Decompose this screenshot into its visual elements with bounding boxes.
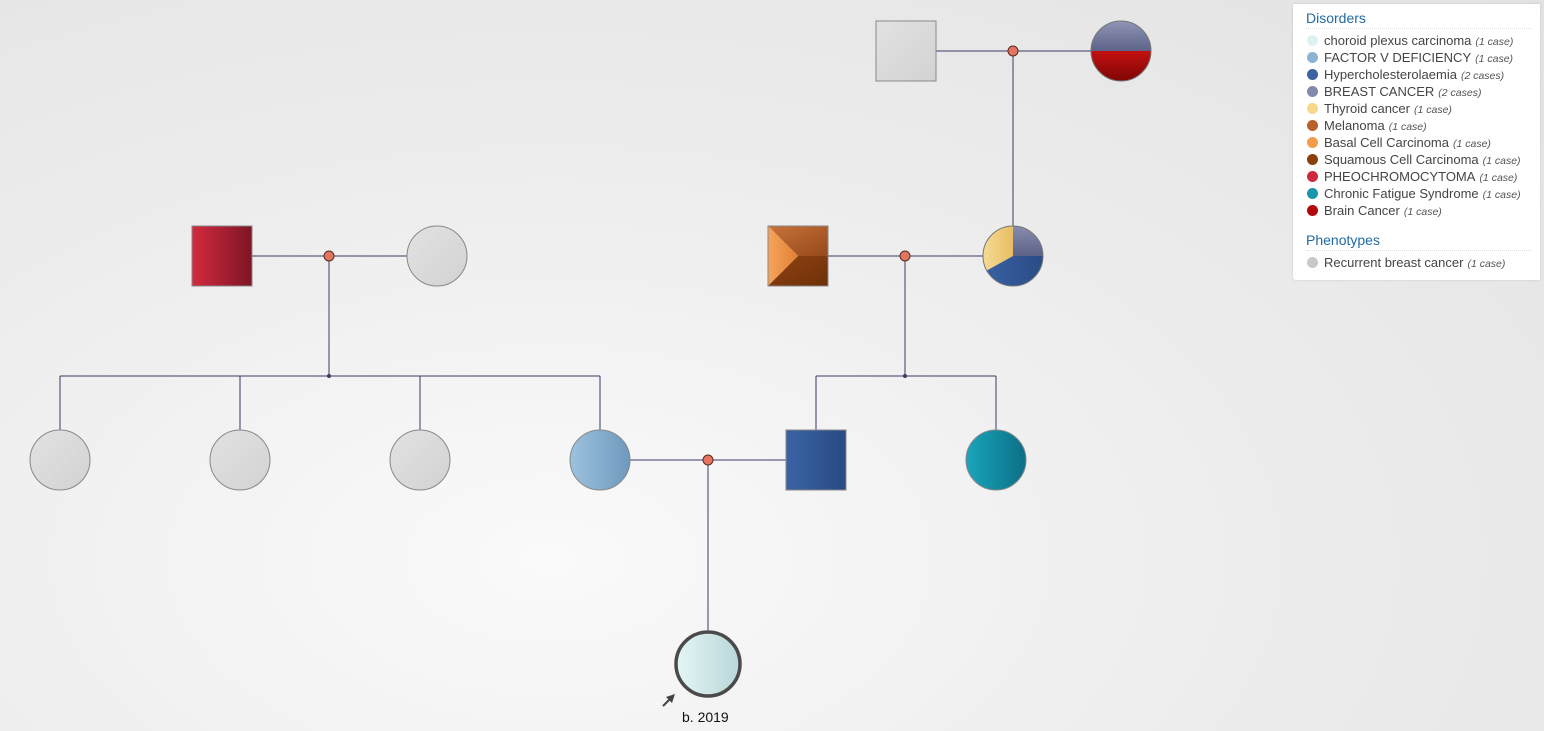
legend-color-dot-icon [1307, 103, 1318, 114]
legend-item-cases: (1 case) [1413, 104, 1452, 116]
partnership-node[interactable] [1007, 45, 1019, 57]
person-paternal-grandfather[interactable] [767, 225, 829, 287]
legend-item-cases: (2 cases) [1460, 70, 1505, 82]
partnership-node[interactable] [323, 250, 335, 262]
legend-item-name: FACTOR V DEFICIENCY [1324, 50, 1472, 65]
legend-item-disorder[interactable]: Melanoma(1 case) [1307, 118, 1540, 135]
legend-color-dot-icon [1307, 120, 1318, 131]
person-outline [1090, 20, 1152, 82]
legend-color-dot-icon [1307, 137, 1318, 148]
legend-item-disorder[interactable]: Chronic Fatigue Syndrome(1 case) [1307, 186, 1540, 203]
legend-item-name: Melanoma [1324, 118, 1385, 133]
person-maternal-aunt-3[interactable] [389, 429, 451, 491]
pedigree-lines [59, 50, 1091, 630]
phenotypes-title: Phenotypes [1306, 232, 1531, 251]
legend-item-cases: (1 case) [1475, 36, 1514, 48]
legend-item-disorder[interactable]: Brain Cancer(1 case) [1307, 203, 1540, 220]
person-proband[interactable] [674, 630, 742, 698]
legend-item-name: Squamous Cell Carcinoma [1324, 152, 1479, 167]
phenotypes-list: Recurrent breast cancer(1 case) [1293, 255, 1540, 272]
legend-item-name: Thyroid cancer [1324, 101, 1410, 116]
person-outline [982, 225, 1044, 287]
legend-item-disorder[interactable]: FACTOR V DEFICIENCY(1 case) [1307, 50, 1540, 67]
person-mother[interactable] [569, 429, 631, 491]
legend-color-dot-icon [1307, 205, 1318, 216]
partnership-node[interactable] [702, 454, 714, 466]
disorders-list: choroid plexus carcinoma(1 case)FACTOR V… [1293, 33, 1540, 220]
legend-color-dot-icon [1307, 35, 1318, 46]
disorders-title: Disorders [1306, 10, 1531, 29]
legend-color-dot-icon [1307, 69, 1318, 80]
proband-birth-label: b. 2019 [682, 709, 729, 725]
legend-item-name: Hypercholesterolaemia [1324, 67, 1457, 82]
legend-color-dot-icon [1307, 154, 1318, 165]
legend-item-cases: (1 case) [1479, 172, 1518, 184]
person-maternal-grandfather[interactable] [191, 225, 253, 287]
legend-item-phenotype[interactable]: Recurrent breast cancer(1 case) [1307, 255, 1540, 272]
legend-item-name: PHEOCHROMOCYTOMA [1324, 169, 1476, 184]
person-paternal-aunt[interactable] [965, 429, 1027, 491]
legend-item-cases: (2 cases) [1438, 87, 1482, 99]
legend-item-cases: (1 case) [1467, 258, 1506, 270]
person-paternal-great-grandfather[interactable] [875, 20, 937, 82]
legend-item-cases: (1 case) [1482, 155, 1521, 167]
legend-item-name: Basal Cell Carcinoma [1324, 135, 1449, 150]
legend-item-disorder[interactable]: BREAST CANCER(2 cases) [1307, 84, 1540, 101]
person-maternal-aunt-1[interactable] [29, 429, 91, 491]
legend-color-dot-icon [1307, 52, 1318, 63]
legend-item-disorder[interactable]: Hypercholesterolaemia(2 cases) [1307, 67, 1540, 84]
legend-item-disorder[interactable]: Thyroid cancer(1 case) [1307, 101, 1540, 118]
legend-item-disorder[interactable]: PHEOCHROMOCYTOMA(1 case) [1307, 169, 1540, 186]
legend-item-disorder[interactable]: Basal Cell Carcinoma (1 case) [1307, 135, 1540, 152]
legend-panel: Disorders choroid plexus carcinoma(1 cas… [1293, 4, 1540, 280]
legend-item-cases: (1 case) [1403, 206, 1442, 218]
legend-item-disorder[interactable]: Squamous Cell Carcinoma(1 case) [1307, 152, 1540, 169]
legend-item-name: Brain Cancer [1324, 203, 1400, 218]
legend-item-cases: (1 case) [1475, 53, 1514, 65]
legend-item-cases: (1 case) [1388, 121, 1427, 133]
person-maternal-grandmother[interactable] [406, 225, 468, 287]
legend-color-dot-icon [1307, 86, 1318, 97]
legend-item-cases: (1 case) [1453, 138, 1491, 150]
legend-color-dot-icon [1307, 257, 1318, 268]
legend-item-name: Recurrent breast cancer [1324, 255, 1464, 270]
proband-arrow-icon [662, 694, 675, 707]
person-father[interactable] [785, 429, 847, 491]
legend-item-disorder[interactable]: choroid plexus carcinoma(1 case) [1307, 33, 1540, 50]
partnership-nodes [323, 45, 1019, 466]
legend-item-name: choroid plexus carcinoma [1324, 33, 1472, 48]
person-maternal-aunt-2[interactable] [209, 429, 271, 491]
partnership-node[interactable] [899, 250, 911, 262]
legend-item-cases: (1 case) [1482, 189, 1521, 201]
sibship-junction [327, 374, 331, 378]
legend-item-name: BREAST CANCER [1324, 84, 1435, 99]
sibship-junction [903, 374, 907, 378]
legend-item-name: Chronic Fatigue Syndrome [1324, 186, 1479, 201]
legend-color-dot-icon [1307, 171, 1318, 182]
person-paternal-grandmother[interactable] [977, 220, 1049, 292]
legend-color-dot-icon [1307, 188, 1318, 199]
